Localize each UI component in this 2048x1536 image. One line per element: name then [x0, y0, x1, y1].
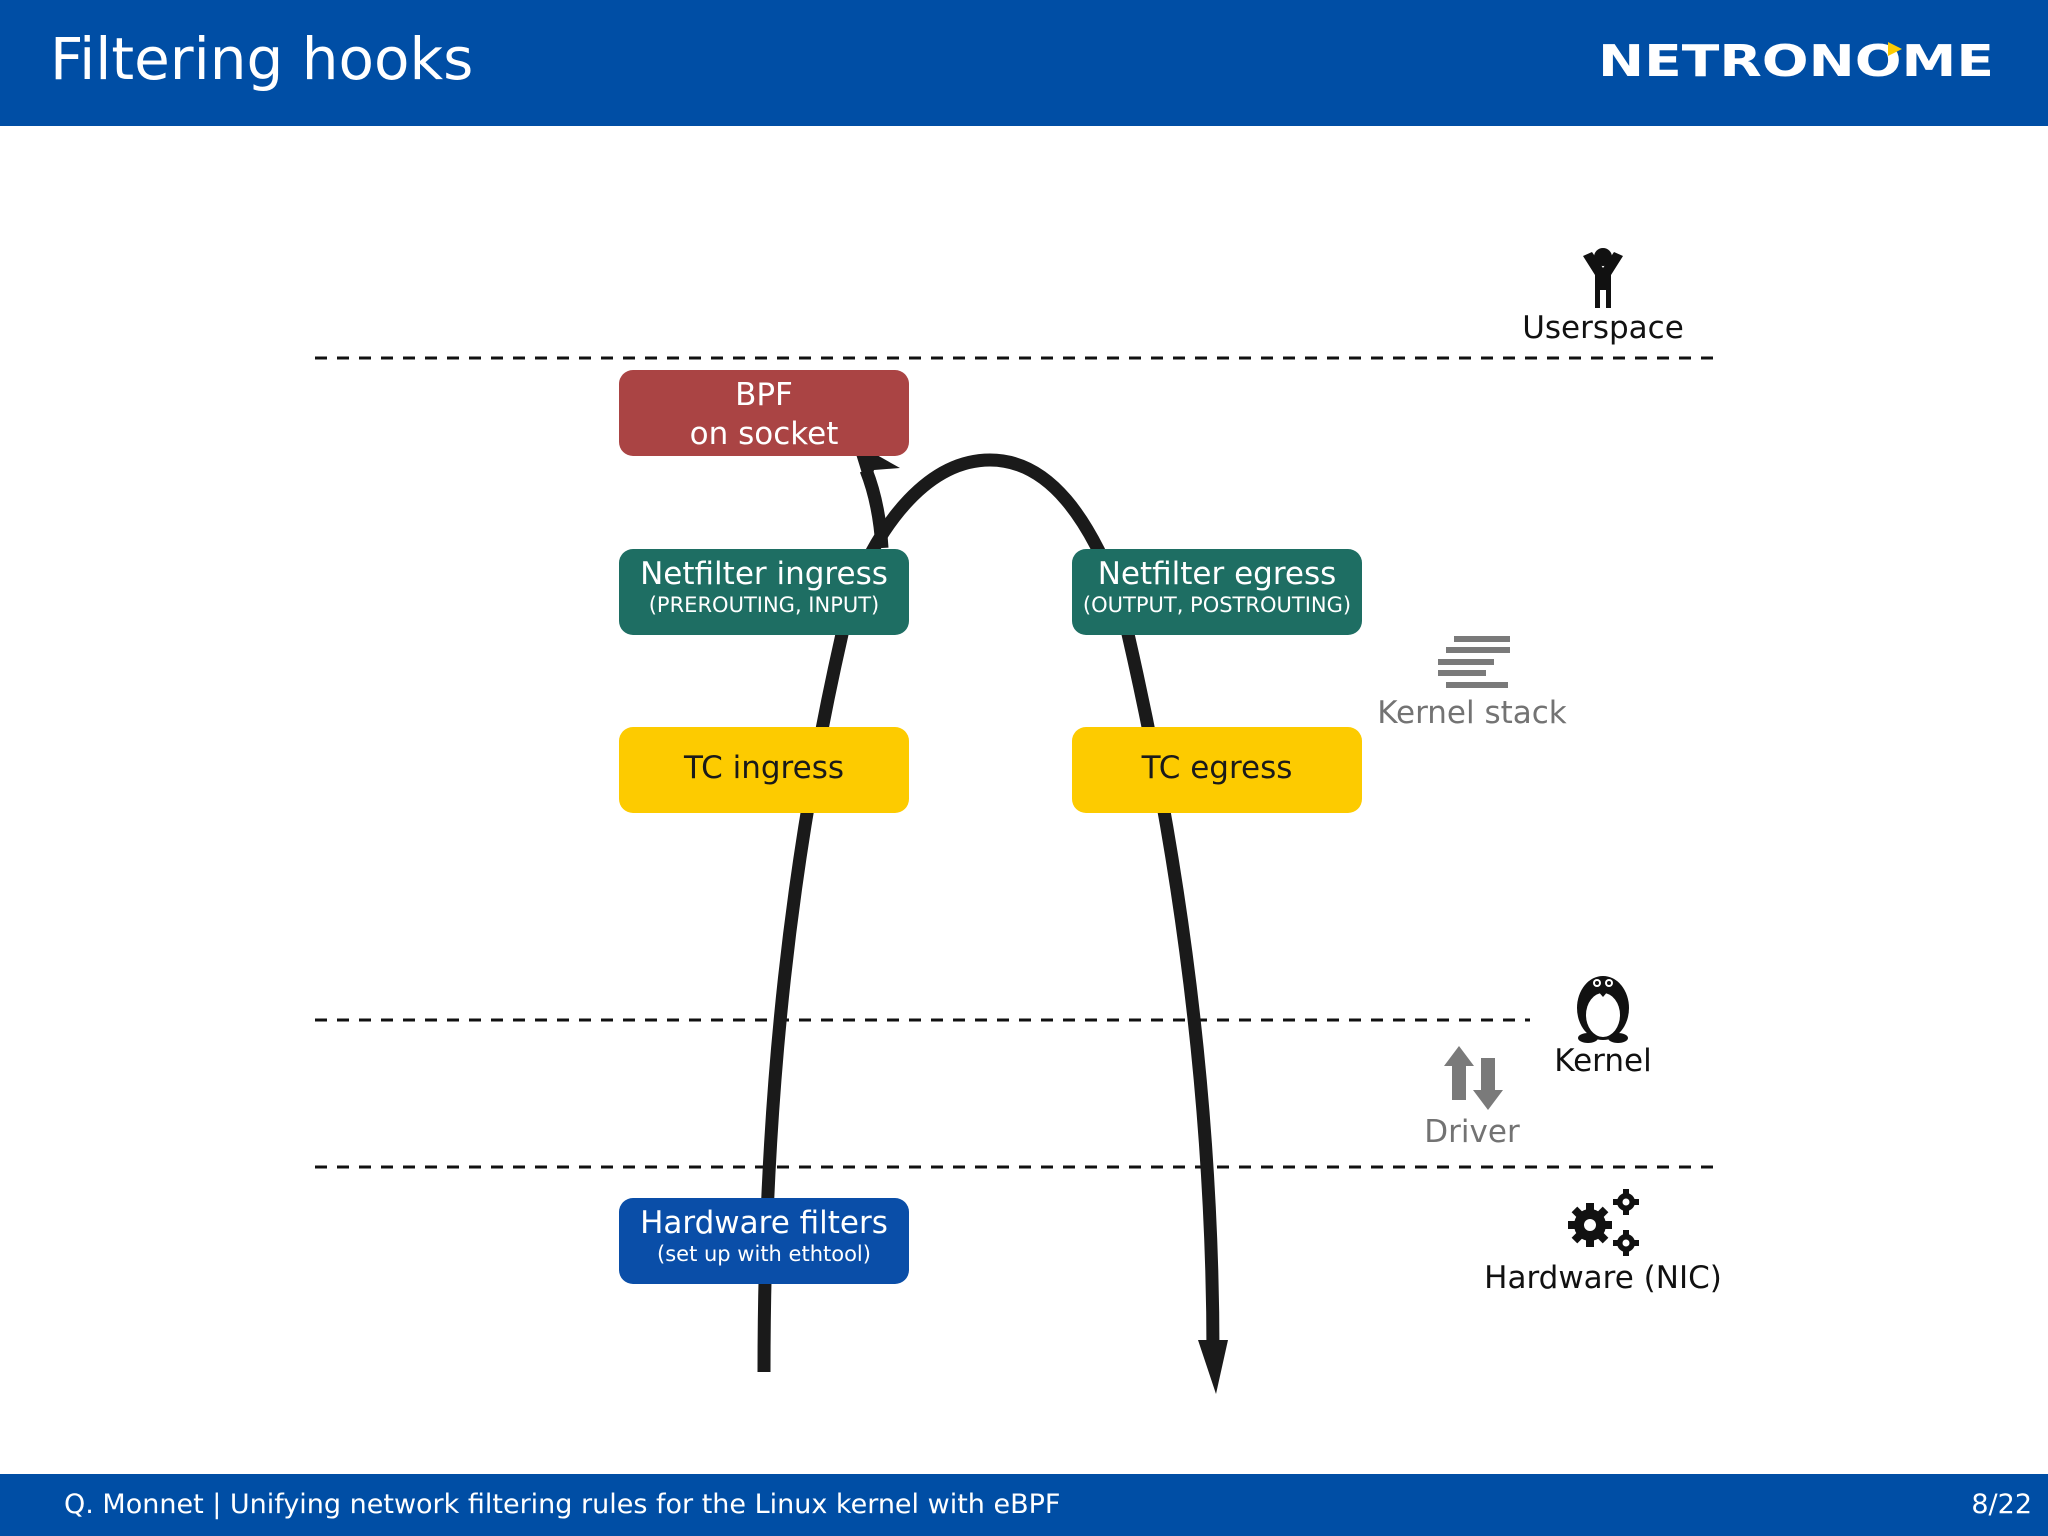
bpf-socket-line1: BPF: [735, 377, 793, 413]
kernel-label: Kernel: [1554, 1043, 1652, 1079]
stack-icon: [1438, 636, 1510, 688]
slide-title: Filtering hooks: [50, 25, 474, 93]
page-number: 8/22: [1971, 1489, 2032, 1520]
up-down-arrows-icon: [1444, 1046, 1503, 1110]
netfilter-ingress-sub: (PREROUTING, INPUT): [648, 592, 880, 617]
footer-bar: Q. Monnet | Unifying network filtering r…: [0, 1474, 2048, 1536]
hardware-label: Hardware (NIC): [1484, 1260, 1722, 1296]
logo-accent-icon: [1888, 42, 1902, 56]
netfilter-ingress-box: Netfilter ingress (PREROUTING, INPUT): [619, 549, 909, 635]
ingress-path: [757, 453, 1220, 1373]
bpf-socket-line2: on socket: [689, 415, 839, 452]
tc-ingress-label: TC ingress: [684, 750, 844, 786]
netfilter-egress-box: Netfilter egress (OUTPUT, POSTROUTING): [1072, 549, 1362, 635]
tc-ingress-box: TC ingress: [619, 727, 909, 813]
kernel-stack-label: Kernel stack: [1377, 695, 1567, 731]
netfilter-egress-sub: (OUTPUT, POSTROUTING): [1082, 592, 1352, 617]
userspace-label: Userspace: [1522, 310, 1684, 346]
header-bar: Filtering hooks NETRONOME: [0, 0, 2048, 126]
tux-penguin-icon: [1577, 976, 1629, 1043]
netfilter-egress-label: Netfilter egress: [1097, 556, 1337, 592]
netronome-logo: NETRONOME: [1598, 38, 1994, 82]
person-icon: [1583, 248, 1623, 308]
bpf-socket-box: BPF on socket: [619, 370, 909, 456]
hardware-filters-sub: (set up with ethtool): [657, 1241, 871, 1266]
footer-text: Q. Monnet | Unifying network filtering r…: [64, 1489, 1061, 1520]
tc-egress-label: TC egress: [1141, 750, 1293, 786]
gears-icon: [1568, 1189, 1639, 1256]
hardware-filters-label: Hardware filters: [640, 1205, 888, 1241]
netfilter-ingress-label: Netfilter ingress: [640, 556, 888, 592]
driver-label: Driver: [1424, 1114, 1520, 1150]
logo-text: NETRONOME: [1598, 38, 1994, 82]
hardware-filters-box: Hardware filters (set up with ethtool): [619, 1198, 909, 1284]
tc-egress-box: TC egress: [1072, 727, 1362, 813]
egress-arrowhead: [1198, 1340, 1228, 1394]
